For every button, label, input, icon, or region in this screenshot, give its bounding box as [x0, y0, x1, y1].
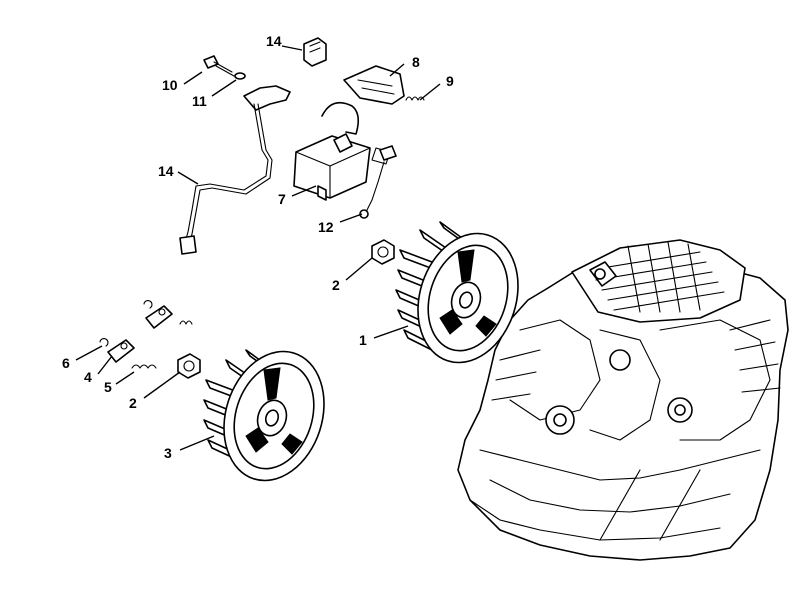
callout-1: 1 — [359, 332, 367, 348]
connector-clip — [303, 37, 327, 67]
callout-10: 10 — [162, 77, 178, 93]
spring-upper — [179, 320, 193, 325]
callout-8: 8 — [412, 54, 420, 70]
clip-upper — [143, 300, 153, 309]
ignition-lead — [179, 85, 291, 255]
leader-lines — [75, 45, 441, 451]
pawl-lower — [107, 339, 135, 363]
callout-2-lower: 2 — [129, 395, 137, 411]
nut-upper — [371, 239, 395, 265]
callout-5: 5 — [104, 379, 112, 395]
washer — [234, 72, 246, 80]
ignition-module — [293, 101, 397, 201]
flywheel-lower — [203, 349, 325, 482]
spring-lower — [131, 364, 157, 369]
flywheel-upper — [395, 221, 519, 364]
callout-11: 11 — [192, 93, 207, 109]
spring — [405, 96, 425, 101]
nut-lower — [177, 353, 201, 379]
callout-14: 14 — [158, 163, 174, 179]
clip-lower — [99, 338, 109, 347]
callout-13: 14 — [266, 33, 282, 49]
callout-6: 6 — [62, 355, 70, 371]
callout-2-upper: 2 — [332, 277, 340, 293]
short-circuit-wire — [359, 161, 385, 219]
engine-crankcase — [457, 239, 789, 561]
callout-12: 12 — [318, 219, 334, 235]
screw — [203, 55, 235, 77]
cover — [343, 65, 405, 105]
callout-7: 7 — [278, 191, 286, 207]
callouts: 14 8 9 10 11 14 7 12 2 1 6 4 5 2 3 — [62, 33, 454, 461]
callout-4: 4 — [84, 369, 92, 385]
pawl-upper — [145, 305, 173, 329]
callout-3: 3 — [164, 445, 172, 461]
callout-9: 9 — [446, 73, 454, 89]
